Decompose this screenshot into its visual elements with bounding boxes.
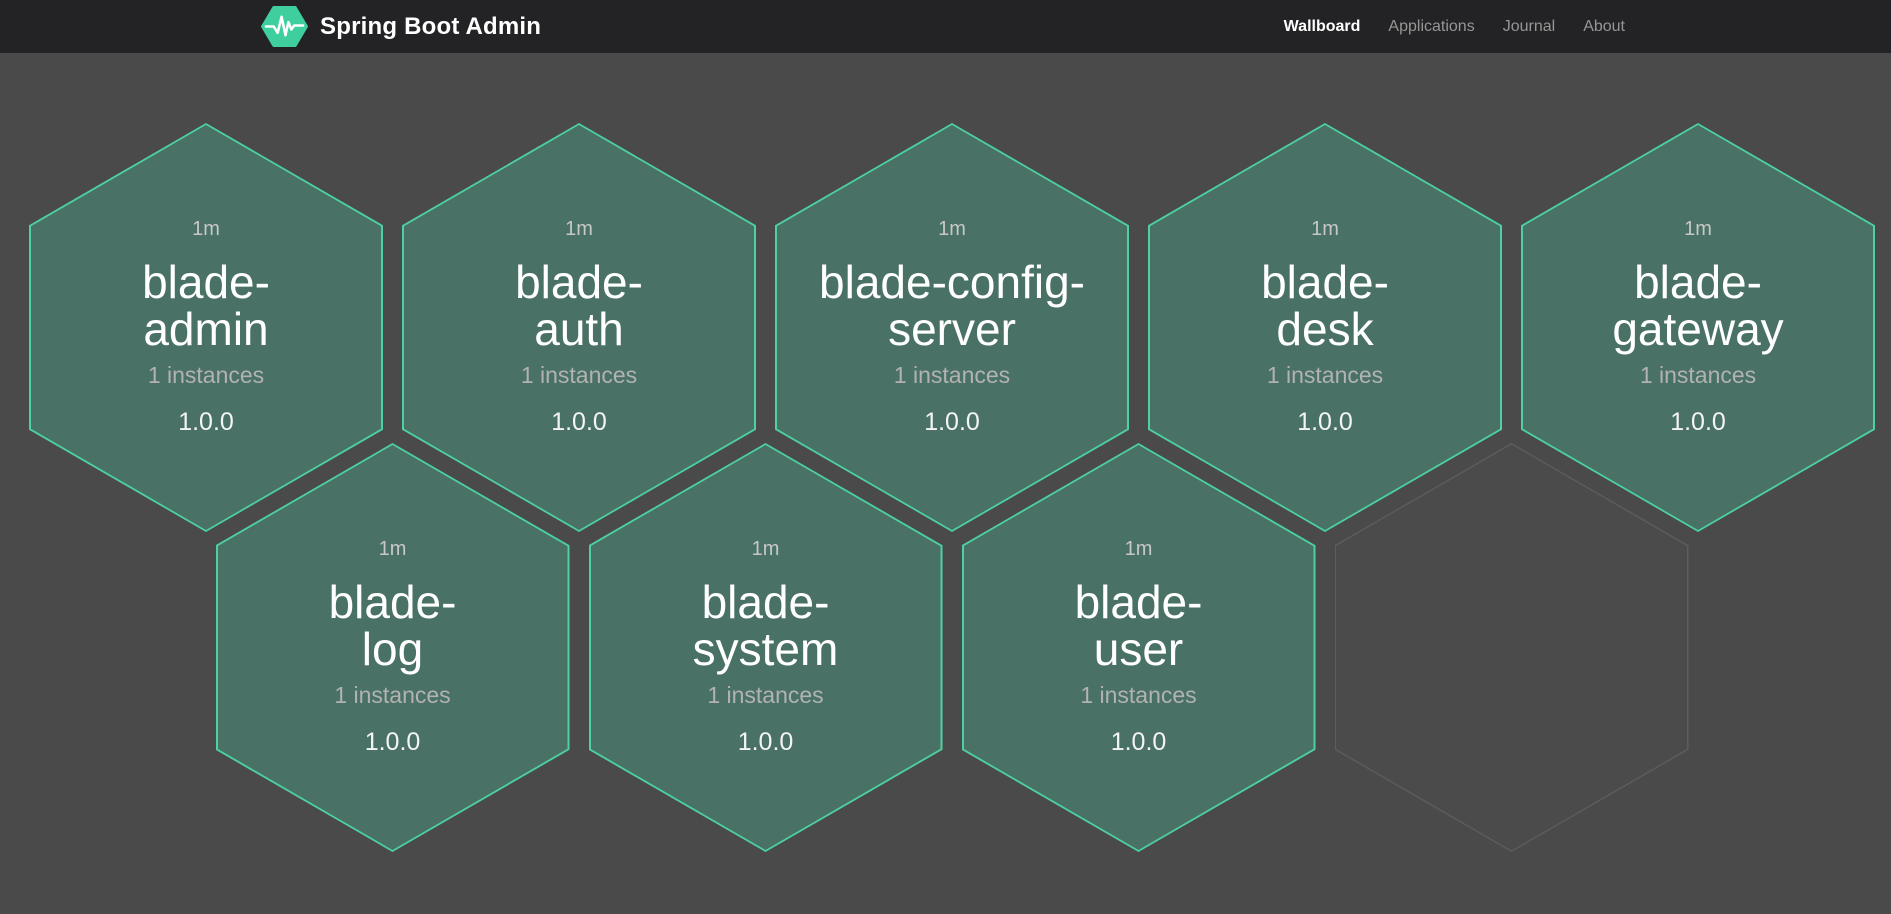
tile-content: 1m blade- admin 1 instances 1.0.0 [29,123,383,532]
app-tile[interactable]: 1m blade-config- server 1 instances 1.0.… [775,123,1129,532]
empty-hex-fill [1336,444,1687,851]
uptime-label: 1m [1684,218,1712,240]
instance-count: 1 instances [1080,682,1197,708]
version-label: 1.0.0 [737,728,794,756]
version-label: 1.0.0 [364,728,421,756]
app-tile[interactable]: 1m blade- gateway 1 instances 1.0.0 [1521,123,1875,532]
empty-hex-slot [1334,443,1689,852]
instance-count: 1 instances [334,682,451,708]
nav-item-wallboard[interactable]: Wallboard [1283,17,1361,35]
top-header: Spring Boot Admin Wallboard Applications J… [0,0,1891,53]
tile-content: 1m blade- auth 1 instances 1.0.0 [402,123,756,532]
app-name: blade- user [1074,576,1203,675]
app-name: blade- log [328,576,457,675]
instance-count: 1 instances [1639,362,1757,388]
tile-content: 1m blade- system 1 instances 1.0.0 [589,443,943,852]
nav-item-applications[interactable]: Applications [1388,17,1475,35]
hex-fill [31,125,381,530]
instance-count: 1 instances [707,682,824,708]
nav-item-about[interactable]: About [1583,17,1625,35]
app-name: blade- admin [142,256,270,355]
main-nav: Wallboard Applications Journal About [1284,0,1625,53]
instance-count: 1 instances [1266,362,1384,388]
nav-item-journal[interactable]: Journal [1502,17,1556,35]
tile-content: 1m blade-config- server 1 instances 1.0.… [775,123,1129,532]
app-name: blade- system [692,576,839,675]
hex-fill [217,445,568,850]
instance-count: 1 instances [147,362,265,388]
version-label: 1.0.0 [924,408,980,436]
uptime-label: 1m [565,218,593,240]
brand-title: Spring Boot Admin [320,12,542,40]
instance-count: 1 instances [520,362,638,388]
tile-content: 1m blade- desk 1 instances 1.0.0 [1148,123,1502,532]
tile-content: 1m blade- gateway 1 instances 1.0.0 [1521,123,1875,532]
version-label: 1.0.0 [1297,408,1353,436]
app-tile[interactable]: 1m blade- auth 1 instances 1.0.0 [402,123,756,532]
wallboard: 1m blade- admin 1 instances 1.0.0 1m bla… [0,53,1891,914]
version-label: 1.0.0 [1670,408,1726,436]
tile-content: 1m blade- user 1 instances 1.0.0 [962,443,1316,852]
app-name: blade- desk [1261,256,1389,355]
uptime-label: 1m [1311,218,1339,240]
app-tile[interactable]: 1m blade- user 1 instances 1.0.0 [961,443,1316,852]
app-tile[interactable]: 1m blade- log 1 instances 1.0.0 [215,443,570,852]
hex-fill [1150,125,1500,530]
brand-link[interactable]: Spring Boot Admin [261,0,541,53]
app-name: blade- auth [515,256,643,355]
app-name: blade- gateway [1612,256,1784,355]
tile-content: 1m blade- log 1 instances 1.0.0 [216,443,570,852]
version-label: 1.0.0 [551,408,607,436]
instance-count: 1 instances [893,362,1011,388]
uptime-label: 1m [378,538,407,560]
hex-fill [1523,125,1873,530]
app-tile[interactable]: 1m blade- system 1 instances 1.0.0 [588,443,943,852]
spring-boot-admin-logo-icon [261,6,308,47]
app-name: blade-config- server [819,256,1085,355]
version-label: 1.0.0 [1110,728,1167,756]
app-tile[interactable]: 1m blade- desk 1 instances 1.0.0 [1148,123,1502,532]
uptime-label: 1m [192,218,220,240]
app-tile[interactable]: 1m blade- admin 1 instances 1.0.0 [29,123,383,532]
uptime-label: 1m [751,538,780,560]
uptime-label: 1m [1124,538,1153,560]
version-label: 1.0.0 [178,408,234,436]
uptime-label: 1m [938,218,966,240]
